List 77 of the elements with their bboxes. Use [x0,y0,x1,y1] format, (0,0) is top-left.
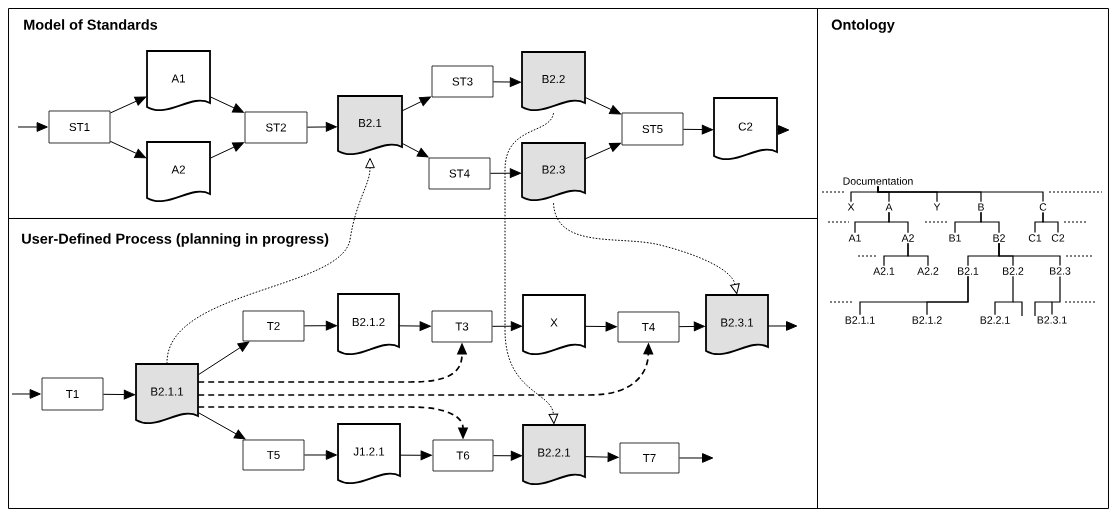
process-box: T2 [242,310,305,342]
panel-heading: Ontology [831,19,895,33]
tree-line [926,275,969,316]
arrow [492,77,521,87]
arrow [109,96,147,114]
process-box: T1 [41,377,104,411]
arrow [303,320,337,331]
arrow [197,412,246,440]
arrow [401,96,431,112]
ontology-term: A2 [901,234,914,242]
arrow [306,122,337,132]
ontology-term: B2.1.1 [845,316,875,324]
arrow [584,142,621,160]
arrow [682,124,713,135]
ontology-term: B1 [949,234,961,242]
ontology-term: A [885,203,893,211]
process-box: T3 [431,310,493,343]
ontology-term: C1 [1028,234,1042,242]
arrow [401,142,429,158]
ontology-term: B2 [993,234,1005,242]
arrow [489,168,521,179]
process-box: T7 [619,442,680,474]
dotted-arrow [553,202,740,295]
arrow [209,96,244,113]
arrow [678,453,714,463]
process-box: T4 [617,311,680,343]
process-box: ST4 [428,157,491,190]
ontology-term: C2 [1051,234,1065,242]
arrow [399,450,432,461]
tree-line [994,275,1014,316]
arrow [492,450,522,461]
ontology-term: B2.3.1 [1037,316,1067,324]
tree-line [907,242,929,267]
ontology-term: C [1039,203,1047,211]
arrow [197,341,250,376]
arrow [17,122,48,132]
arrow [776,125,790,135]
arrow [767,321,798,331]
arrow [678,321,705,332]
arrow [102,389,135,400]
tree-line [888,211,909,234]
process-box: T6 [432,439,494,472]
arrow [584,321,617,332]
tree-line [1042,211,1059,234]
ontology-term: B [978,203,984,211]
process-box: ST2 [244,111,308,144]
ontology-term: B2.2.1 [980,316,1010,324]
arrow [11,389,41,399]
ontology-term: Y [933,203,941,211]
tree-line [980,211,1000,234]
panel-heading: User-Defined Process (planning in progress) [22,233,329,247]
panel-heading: Model of Standards [24,19,158,30]
ontology-term: X [847,203,855,211]
process-box: ST3 [431,65,494,98]
arrow [209,142,244,159]
process-box: ST1 [48,110,111,144]
ontology-term: B2.1 [958,267,979,275]
ontology-term: A2.2 [917,267,939,275]
dotted-arrow [166,157,375,365]
process-box: T5 [242,439,305,471]
ontology-term: B2.2 [1003,267,1024,275]
tree-line [877,185,1044,203]
tree-line [1051,275,1061,316]
arrow [491,321,522,332]
arrow [584,96,621,115]
ontology-term: A2.1 [873,267,895,275]
arrow [109,140,147,159]
arrow [303,450,337,460]
dotted-arrow [504,112,559,425]
ontology-term: Documentation [843,177,913,185]
arrow [398,321,431,331]
ontology-term: B2.1.2 [912,316,942,324]
ontology-term: A1 [848,234,861,242]
tree-line [998,242,1061,267]
ontology-term: B2.3 [1050,267,1071,275]
arrow [584,452,619,462]
process-box: ST5 [621,112,684,146]
